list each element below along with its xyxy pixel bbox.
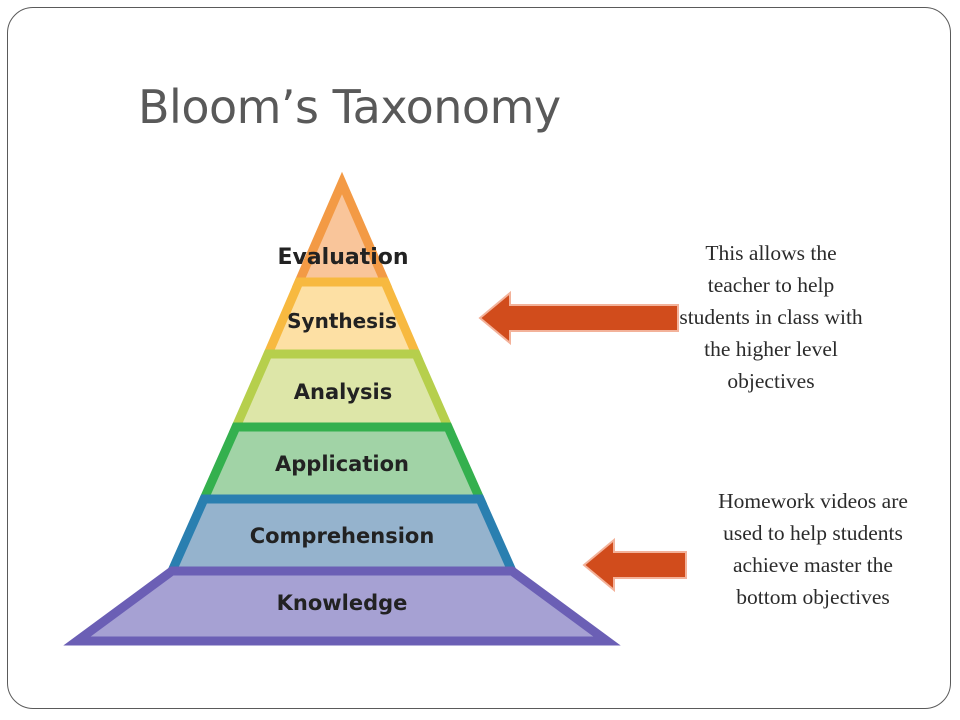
level-label-evaluation: Evaluation bbox=[277, 245, 408, 270]
slide-frame bbox=[7, 7, 951, 709]
level-label-comprehension: Comprehension bbox=[250, 524, 435, 548]
level-label-synthesis: Synthesis bbox=[287, 309, 397, 333]
bottom-objectives-note: Homework videos are used to help student… bbox=[718, 489, 908, 609]
pyramid-level-knowledge bbox=[63, 566, 621, 646]
level-label-application: Application bbox=[275, 452, 409, 476]
left-arrow-icon bbox=[582, 537, 687, 593]
left-arrow-icon bbox=[478, 290, 679, 346]
level-label-knowledge: Knowledge bbox=[277, 591, 408, 615]
higher-objectives-note: This allows the teacher to help students… bbox=[679, 241, 863, 393]
level-label-analysis: Analysis bbox=[294, 380, 392, 404]
slide-title: Bloom’s Taxonomy bbox=[138, 80, 561, 134]
